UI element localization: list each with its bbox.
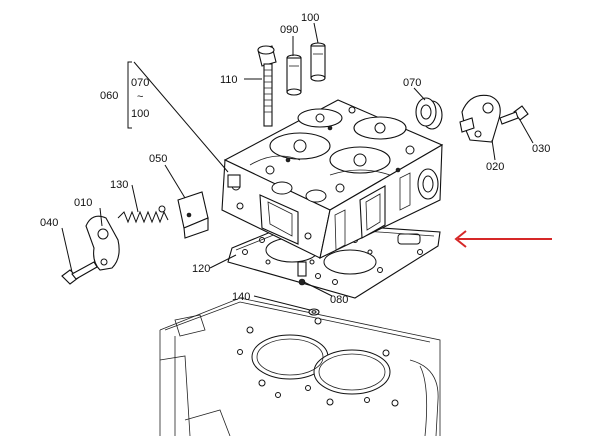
part-labels: 110 090 100 070 060 070 ~ 100 050 130 01…	[40, 12, 550, 306]
label-090: 090	[280, 24, 298, 36]
label-050: 050	[149, 153, 167, 165]
lifting-bracket-020	[459, 94, 501, 143]
head-bolt-110	[257, 45, 277, 127]
bolt-030	[499, 105, 529, 125]
label-070-bracket: 070	[131, 77, 149, 89]
cylinder-head	[221, 99, 444, 286]
leader-lines	[61, 22, 534, 311]
bracket-010	[85, 215, 120, 271]
label-120: 120	[192, 263, 210, 275]
block-050	[177, 191, 209, 239]
valve-guide-100	[310, 42, 326, 82]
label-030: 030	[532, 143, 550, 155]
plug-070	[415, 97, 443, 130]
washer-140	[308, 308, 320, 316]
label-010: 010	[74, 197, 92, 209]
spring-130	[117, 205, 169, 224]
bolt-040	[61, 261, 98, 285]
label-060: 060	[100, 90, 118, 102]
valve-guide-090	[286, 54, 302, 96]
engine-block	[159, 297, 441, 436]
label-130: 130	[110, 179, 128, 191]
label-070-top: 070	[403, 77, 421, 89]
red-pointer-arrow	[454, 230, 552, 248]
label-range-tilde: ~	[137, 91, 143, 103]
label-020: 020	[486, 161, 504, 173]
label-100-top: 100	[301, 12, 319, 24]
label-140: 140	[232, 291, 250, 303]
label-040: 040	[40, 217, 58, 229]
label-080: 080	[330, 294, 348, 306]
label-100-bracket: 100	[131, 108, 149, 120]
label-110: 110	[220, 74, 238, 86]
